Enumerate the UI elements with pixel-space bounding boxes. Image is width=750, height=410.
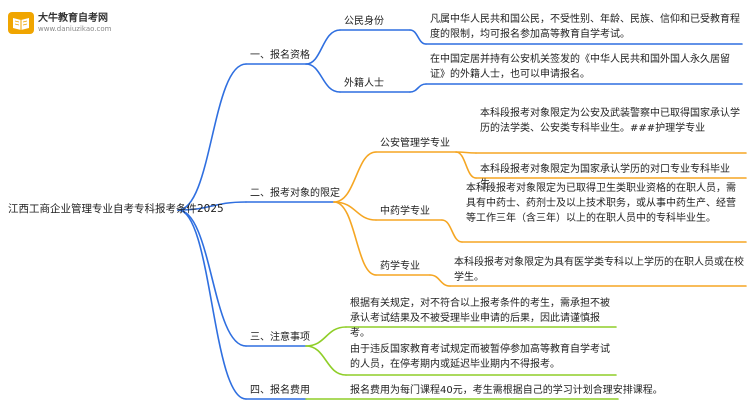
desc-fee: 报名费用为每门课程40元，考生需根据自己的学习计划合理安排课程。 bbox=[350, 385, 663, 396]
desc-public-security-1: 本科段报考对象限定为公安及武装警察中已取得国家承认学历的法学类、公安类专科毕业生… bbox=[480, 108, 740, 134]
desc-notice-1: 根据有关规定，对不符合以上报考条件的考生，需承担不被承认考试结果及不被受理毕业申… bbox=[350, 298, 610, 339]
connector-b2-c3 bbox=[333, 201, 377, 276]
watermark-logo: 大牛教育自考网 www.daniuzikao.com bbox=[8, 12, 111, 34]
connector-b1-c1 bbox=[305, 29, 341, 65]
node-tcm-pharmacy: 中药学专业 bbox=[380, 206, 430, 217]
connector-root-branch-4 bbox=[177, 209, 247, 400]
connector-b2-c1-desc2 bbox=[455, 151, 477, 179]
connector-b2-c1 bbox=[333, 151, 377, 203]
connector-b3-desc2 bbox=[305, 345, 347, 376]
desc-tcm-pharmacy: 本科段报考对象限定为已取得卫生类职业资格的在职人员，需具有中药士、药剂士及以上技… bbox=[466, 183, 736, 224]
connector-root-branch-3 bbox=[177, 209, 247, 347]
root-topic: 江西工商企业管理专业自考专科报考条件2025 bbox=[8, 203, 224, 215]
watermark-title: 大牛教育自考网 bbox=[38, 12, 108, 24]
connector-root-branch-1 bbox=[177, 63, 247, 211]
connector-b1-c1-desc bbox=[409, 29, 427, 45]
branch-1-label: 一、报名资格 bbox=[250, 50, 310, 61]
node-foreigner: 外籍人士 bbox=[344, 78, 384, 89]
connector-b1-c2 bbox=[305, 63, 341, 93]
branch-3-label: 三、注意事项 bbox=[250, 332, 310, 343]
desc-citizen: 凡属中华人民共和国公民，不受性别、年龄、民族、信仰和已受教育程度的限制，均可报名… bbox=[430, 14, 740, 40]
connector-b2-c2-desc bbox=[441, 219, 463, 243]
desc-notice-2: 由于违反国家教育考试规定而被暂停参加高等教育自学考试的人员，在停考期内或延迟毕业… bbox=[350, 344, 610, 370]
connector-b3-desc1 bbox=[305, 326, 347, 347]
connector-root-branch-2 bbox=[177, 201, 247, 211]
connector-b1-c2-desc bbox=[409, 83, 427, 93]
desc-foreigner: 在中国定居并持有公安机关签发的《中华人民共和国外国人永久居留证》的外籍人士，也可… bbox=[430, 54, 730, 80]
branch-4-label: 四、报名费用 bbox=[250, 385, 310, 396]
desc-pharmacy: 本科段报考对象限定为具有医学类专科以上学历的在职人员或在校学生。 bbox=[454, 257, 744, 283]
watermark-url: www.daniuzikao.com bbox=[38, 24, 112, 33]
connector-b2-c3-desc bbox=[429, 274, 451, 287]
node-pharmacy: 药学专业 bbox=[380, 261, 420, 272]
branch-2-label: 二、报考对象的限定 bbox=[250, 188, 340, 199]
book-logo-icon bbox=[8, 12, 34, 34]
desc-public-security-2: 本科段报考对象限定为国家承认学历的对口专业专科毕业生。 bbox=[480, 164, 730, 190]
node-public-security: 公安管理学专业 bbox=[380, 138, 450, 149]
node-citizen: 公民身份 bbox=[344, 16, 384, 27]
